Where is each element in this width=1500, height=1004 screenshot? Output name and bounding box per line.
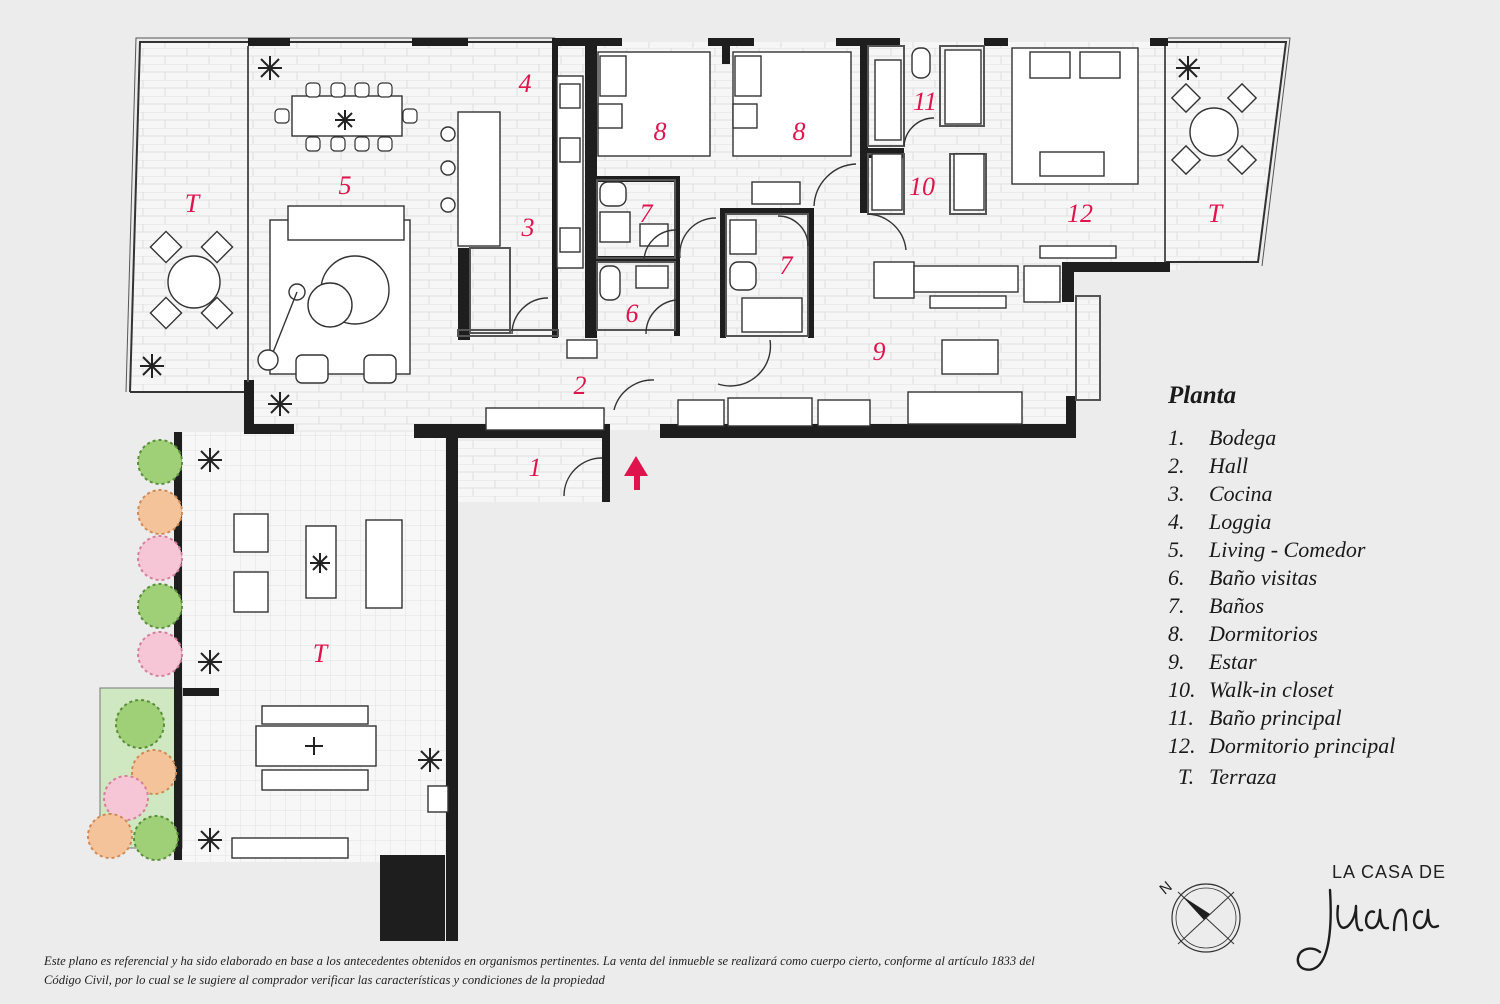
legend-item: 10. Walk-in closet (1168, 676, 1468, 704)
legend-item-name: Baño visitas (1209, 565, 1318, 590)
plant-icon (268, 392, 292, 416)
legend-item-name: Hall (1209, 453, 1249, 478)
legend-item-number: 2. (1168, 453, 1185, 478)
room-label-3: 3 (521, 213, 535, 242)
room-label-8b: 8 (793, 117, 806, 146)
room-label-8a: 8 (654, 117, 667, 146)
legend-item-number: 5. (1168, 537, 1185, 562)
shrub-icon (137, 439, 183, 485)
legend-item-number: 3. (1168, 481, 1185, 506)
room-label-1: 1 (529, 453, 542, 482)
room-label-7a: 7 (640, 199, 654, 228)
legend-item-number: 8. (1168, 621, 1185, 646)
furniture (149, 47, 1258, 859)
legend-item-name: Cocina (1209, 481, 1273, 506)
shrub-icon (137, 489, 183, 535)
room-label-10: 10 (909, 172, 935, 201)
legend-item-number: 10. (1168, 677, 1196, 702)
plant-icon (310, 553, 330, 573)
room-label-5: 5 (339, 171, 352, 200)
legend-item-name: Dormitorios (1209, 621, 1318, 646)
shrub-icon (103, 775, 149, 821)
plants (87, 56, 1200, 861)
room-label-2: 2 (574, 371, 587, 400)
doors (511, 117, 935, 497)
legend-item: 4. Loggia (1168, 508, 1468, 536)
brand-logo: LA CASA DE (1290, 862, 1460, 982)
legend-item: 1. Bodega (1168, 424, 1468, 452)
plant-icon (198, 448, 222, 472)
room-label-9: 9 (873, 337, 886, 366)
legend-item-name: Terraza (1209, 764, 1277, 789)
legend-item-name: Walk-in closet (1209, 677, 1334, 702)
room-label-7b: 7 (780, 251, 794, 280)
legend-item: 8. Dormitorios (1168, 620, 1468, 648)
terrace-label-large: T (313, 639, 329, 668)
room-label-6: 6 (626, 299, 639, 328)
legend-item-number: T. (1178, 764, 1195, 789)
legend-item-number: 6. (1168, 565, 1185, 590)
legend-item: 2. Hall (1168, 452, 1468, 480)
plant-icon (198, 650, 222, 674)
legend-item-name: Living - Comedor (1209, 537, 1366, 562)
logo-script (1296, 888, 1440, 971)
legend-item: 7. Baños (1168, 592, 1468, 620)
legend-item: 5. Living - Comedor (1168, 536, 1468, 564)
shrub-icon (137, 535, 183, 581)
legend-item-name: Dormitorio principal (1209, 733, 1396, 758)
plant-icon (140, 354, 164, 378)
plant-icon (418, 748, 442, 772)
room-label-11: 11 (913, 87, 937, 116)
shrub-icon (115, 699, 165, 749)
legend-item-name: Bodega (1209, 425, 1277, 450)
legend-item-number: 12. (1168, 733, 1196, 758)
legend-item: 6. Baño visitas (1168, 564, 1468, 592)
plant-icon (335, 110, 355, 130)
legend-item-name: Estar (1209, 649, 1257, 674)
legend-item-name: Loggia (1209, 509, 1272, 534)
legend: Planta 1. Bodega 2. Hall 3. Cocina 4. Loggia… (1168, 382, 1468, 791)
legend-item-number: 1. (1168, 425, 1185, 450)
legend-title: Planta (1168, 382, 1237, 409)
legend-list: 1. Bodega 2. Hall 3. Cocina 4. Loggia 5. Livi… (1168, 424, 1468, 791)
shrub-icon (87, 813, 133, 859)
room-labels: 1 2 3 4 5 6 7 7 8 8 9 10 11 12 T T T (185, 69, 1224, 668)
legend-item: 3. Cocina (1168, 480, 1468, 508)
plant-icon (305, 737, 323, 755)
legend-item: T. Terraza (1168, 763, 1468, 791)
compass-north-label: N (1156, 878, 1175, 898)
legend-item-number: 7. (1168, 593, 1185, 618)
terrace-label-left: T (185, 189, 201, 218)
plant-icon (258, 56, 282, 80)
plant-icon (198, 828, 222, 852)
legend-item-number: 4. (1168, 509, 1185, 534)
room-label-4: 4 (519, 69, 532, 98)
entry-arrow-icon (624, 456, 648, 490)
disclaimer-text: Este plano es referencial y ha sido elab… (44, 954, 1035, 987)
plant-icon (1176, 56, 1200, 80)
legend-item-name: Baños (1209, 593, 1264, 618)
shrub-icon (137, 583, 183, 629)
room-label-12: 12 (1067, 199, 1093, 228)
shrub-icon (137, 631, 183, 677)
partitions (247, 45, 1166, 401)
shrub-icon (133, 815, 179, 861)
legend-item-name: Baño principal (1209, 705, 1342, 730)
legend-item: 12. Dormitorio principal (1168, 732, 1468, 760)
legend-item-number: 9. (1168, 649, 1185, 674)
compass-icon: N (1156, 878, 1241, 953)
legend-item: 9. Estar (1168, 648, 1468, 676)
logo-top-text: LA CASA DE (1332, 862, 1447, 882)
terrace-label-right: T (1208, 199, 1224, 228)
legend-item-number: 11. (1168, 705, 1194, 730)
legend-item: 11. Baño principal (1168, 704, 1468, 732)
